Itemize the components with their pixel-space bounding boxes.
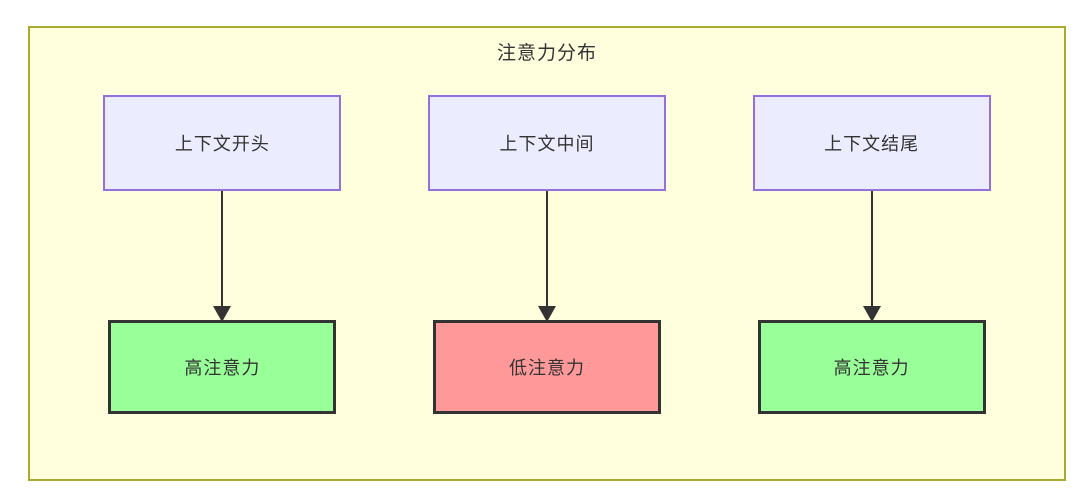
arrowhead-icon	[537, 306, 556, 322]
source-node-context-start: 上下文开头	[103, 95, 342, 191]
arrow-down	[537, 191, 556, 322]
flow-column-context-start: 上下文开头 高注意力	[103, 95, 342, 414]
arrow-down	[213, 191, 232, 322]
flow-columns-row: 上下文开头 高注意力 上下文中间 低注意力 上下文结尾 高注意力	[30, 95, 1064, 414]
arrow-line	[221, 191, 224, 307]
source-node-context-middle: 上下文中间	[427, 95, 666, 191]
target-node-high-attention: 高注意力	[108, 320, 337, 414]
arrow-down	[862, 191, 881, 322]
source-node-context-end: 上下文结尾	[752, 95, 991, 191]
target-node-high-attention: 高注意力	[757, 320, 986, 414]
attention-distribution-diagram: 注意力分布 上下文开头 高注意力 上下文中间 低注意力 上下文结尾 高注	[28, 26, 1066, 481]
diagram-title: 注意力分布	[496, 43, 597, 64]
arrow-line	[870, 191, 873, 307]
flow-column-context-middle: 上下文中间 低注意力	[427, 95, 666, 414]
target-node-low-attention: 低注意力	[432, 320, 661, 414]
flow-column-context-end: 上下文结尾 高注意力	[752, 95, 991, 414]
arrowhead-icon	[213, 306, 232, 322]
arrow-line	[545, 191, 548, 307]
arrowhead-icon	[862, 306, 881, 322]
